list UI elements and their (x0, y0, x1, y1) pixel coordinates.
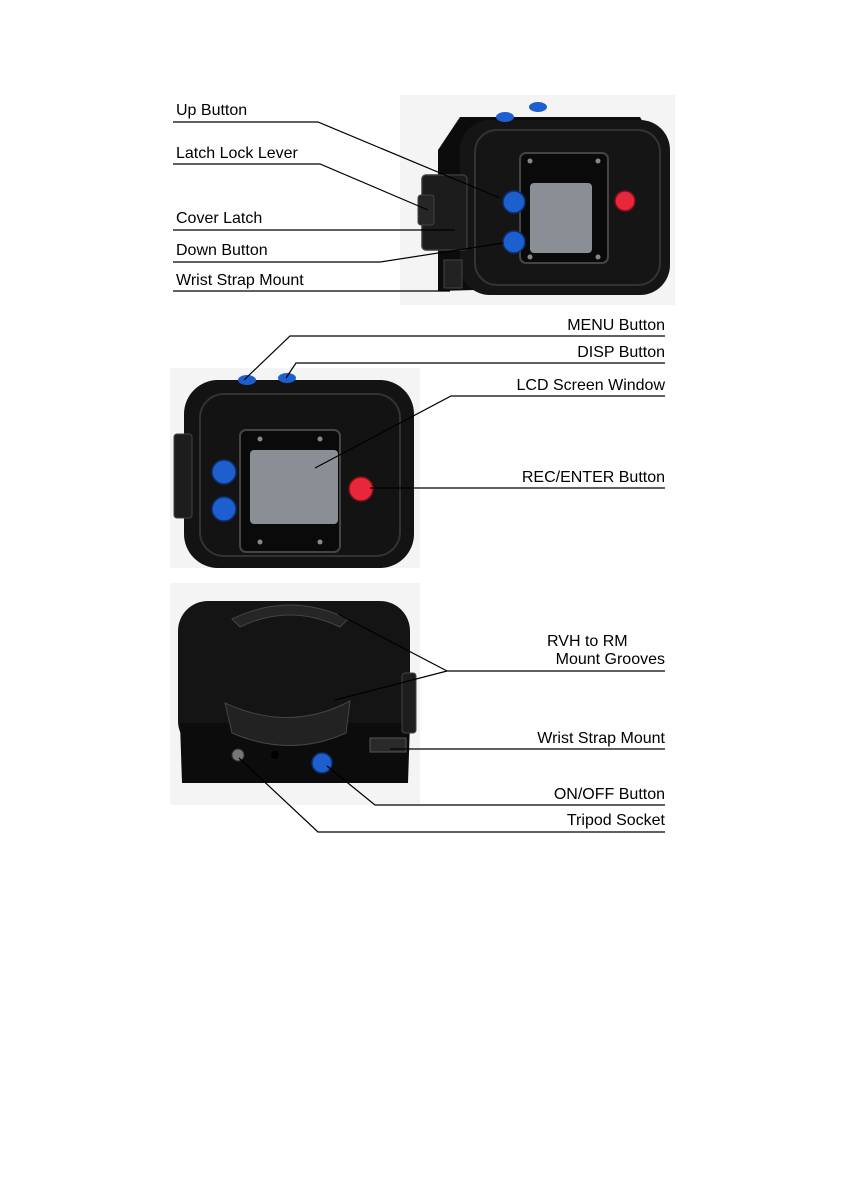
socket-hole-icon (271, 751, 279, 759)
screw-icon (528, 255, 533, 260)
label-mount-grooves-line1: RVH to RM (547, 633, 628, 651)
label-disp-button: DISP Button (577, 344, 665, 362)
label-cover-latch: Cover Latch (176, 210, 262, 228)
label-latch-lock-lever: Latch Lock Lever (176, 145, 298, 163)
screw-icon (596, 159, 601, 164)
top-button-1-icon[interactable] (496, 112, 514, 122)
wrist-strap-mount-shape (444, 260, 462, 288)
label-lcd-screen-window: LCD Screen Window (517, 377, 666, 395)
side-latch-shape (402, 673, 416, 733)
screw-icon (318, 437, 323, 442)
label-rec-enter-button: REC/ENTER Button (522, 469, 665, 487)
label-down-button: Down Button (176, 242, 268, 260)
down-button-icon[interactable] (212, 497, 236, 521)
rec-enter-button-icon[interactable] (349, 477, 373, 501)
wrist-strap-mount-shape (370, 738, 406, 752)
on-off-button-icon[interactable] (312, 753, 332, 773)
label-on-off-button: ON/OFF Button (554, 786, 665, 804)
down-button-icon[interactable] (503, 231, 525, 253)
up-button-icon[interactable] (503, 191, 525, 213)
label-tripod-socket: Tripod Socket (567, 812, 665, 830)
label-wrist-strap-mount-top: Wrist Strap Mount (176, 272, 304, 290)
screw-icon (528, 159, 533, 164)
side-latch-shape (174, 434, 192, 518)
screw-icon (318, 540, 323, 545)
front-housing-photo (170, 368, 420, 568)
disp-button-icon[interactable] (278, 373, 296, 383)
up-button-icon[interactable] (212, 460, 236, 484)
leader-latch-lock-lever (173, 164, 428, 210)
label-wrist-strap-mount-bottom: Wrist Strap Mount (537, 730, 665, 748)
label-up-button: Up Button (176, 102, 247, 120)
bottom-housing-photo (170, 583, 420, 805)
lcd-screen (250, 450, 338, 524)
rec-button-icon[interactable] (615, 191, 635, 211)
top-button-2-icon[interactable] (529, 102, 547, 112)
lcd-screen (530, 183, 592, 253)
label-mount-grooves-line2: Mount Grooves (556, 651, 665, 669)
latch-lock-lever-shape[interactable] (418, 195, 434, 225)
tripod-socket-icon (232, 749, 244, 761)
menu-button-icon[interactable] (238, 375, 256, 385)
screw-icon (258, 437, 263, 442)
label-menu-button: MENU Button (567, 317, 665, 335)
screw-icon (596, 255, 601, 260)
angled-housing-photo (400, 95, 675, 305)
screw-icon (258, 540, 263, 545)
